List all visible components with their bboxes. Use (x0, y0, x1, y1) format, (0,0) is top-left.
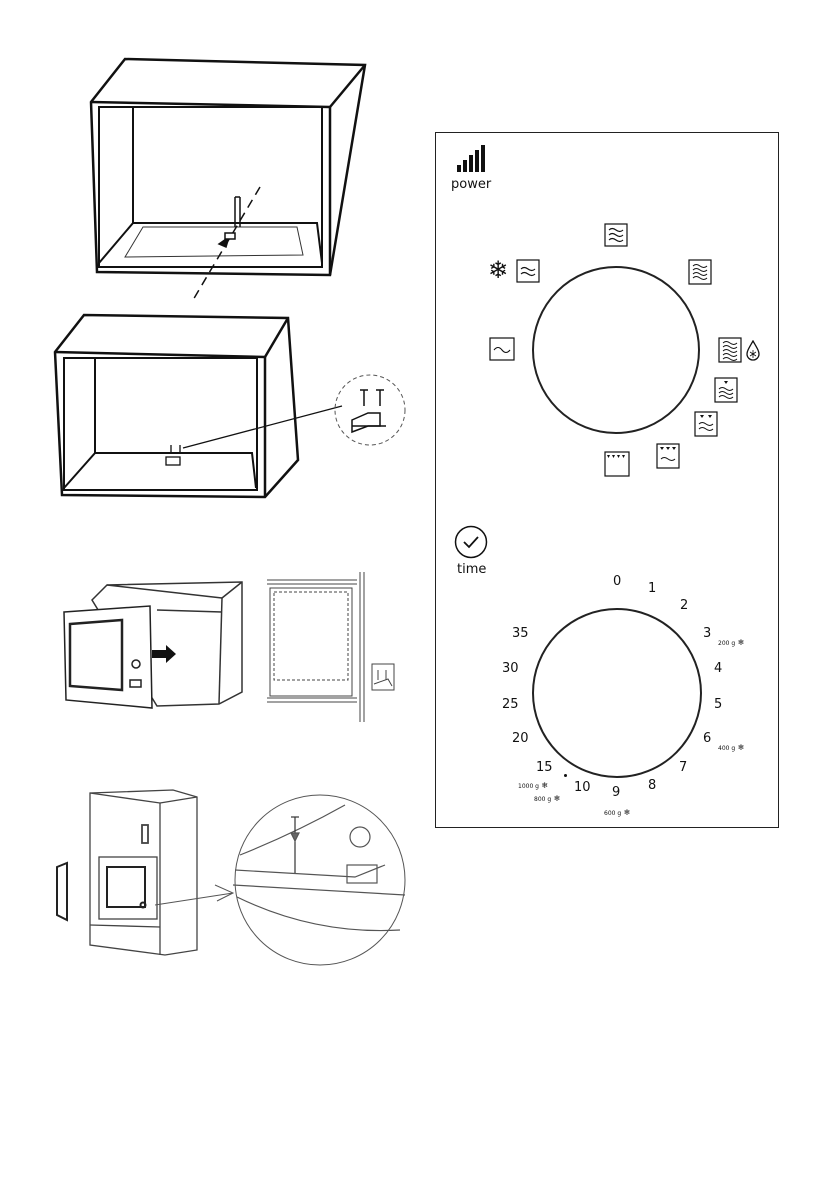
low-wave-box-icon (516, 259, 540, 283)
snowflake-icon: ❄ (735, 743, 744, 752)
power-dial[interactable] (531, 265, 701, 435)
weight-200-label: 200 g ❄ (718, 630, 744, 649)
signal-bars-icon (456, 145, 486, 173)
time-label: time (457, 562, 486, 577)
timer-mark-35: 35 (512, 626, 529, 641)
high-wave-icon (688, 259, 712, 285)
oven-slide-in-diagram (62, 572, 407, 722)
dial-dot (564, 774, 567, 777)
control-panel: power ❄ (435, 132, 779, 828)
weight-600-label: 600 g ❄ (604, 800, 630, 819)
grill-micro-3-icon (656, 443, 680, 469)
grill-micro-1-icon (714, 377, 738, 403)
low-wave-icon (489, 337, 515, 361)
timer-mark-6: 6 (703, 731, 711, 746)
timer-mark-3: 3 (703, 626, 711, 641)
clock-check-icon (454, 525, 488, 559)
snowflake-icon: ❄ (488, 257, 508, 283)
snowflake-icon: ❄ (735, 638, 744, 647)
power-label: power (451, 177, 491, 192)
defrost-wave-icon: ❄ (488, 259, 548, 285)
medium-wave-icon (604, 223, 628, 247)
timer-mark-4: 4 (714, 661, 722, 676)
timer-mark-2: 2 (680, 598, 688, 613)
timer-mark-10: 10 (574, 780, 591, 795)
cabinet-bracket-diagram (50, 310, 410, 502)
weight-400-label: 400 g ❄ (718, 735, 744, 754)
timer-mark-25: 25 (502, 697, 519, 712)
timer-mark-30: 30 (502, 661, 519, 676)
timer-mark-7: 7 (679, 760, 687, 775)
weight-1000-label: 1000 g ❄ (518, 773, 548, 792)
timer-dial[interactable] (531, 607, 703, 779)
timer-mark-20: 20 (512, 731, 529, 746)
grill-icon (604, 451, 630, 477)
snowflake-icon: ❄ (621, 808, 630, 817)
grill-micro-2-icon (694, 411, 718, 437)
water-drop-icon (745, 340, 761, 362)
snowflake-icon: ❄ (539, 781, 548, 790)
timer-mark-9: 9 (612, 785, 620, 800)
timer-mark-8: 8 (648, 778, 656, 793)
max-wave-steam-icon (718, 337, 764, 365)
oven-screw-fix-diagram (55, 785, 410, 975)
timer-mark-5: 5 (714, 697, 722, 712)
cabinet-drill-diagram (85, 55, 375, 300)
snowflake-icon: ❄ (551, 794, 560, 803)
timer-mark-0: 0 (613, 574, 621, 589)
timer-mark-1: 1 (648, 581, 656, 596)
